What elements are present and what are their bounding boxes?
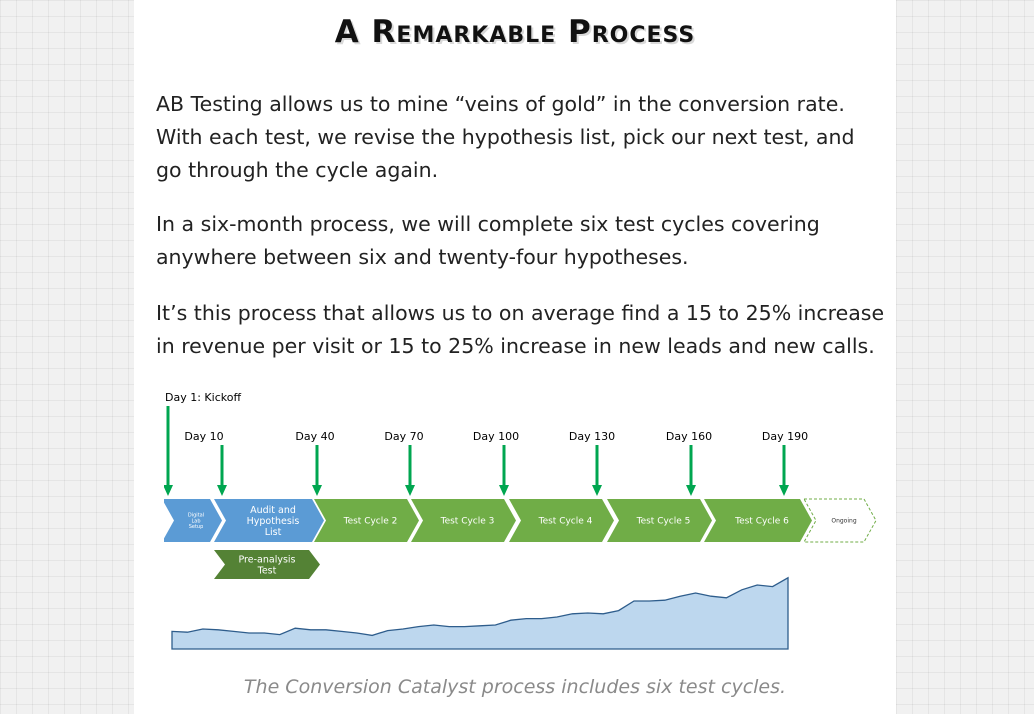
page-title: A Remarkable Process [334,14,696,50]
milestone-arrowhead-1 [164,485,173,496]
stage-label-3: Test Cycle 2 [343,517,398,527]
milestone-label-2: Day 10 [184,430,223,443]
milestone-arrowhead-3 [312,485,322,496]
paragraph-results: It’s this process that allows us to on a… [156,301,885,358]
stage-label-5: Test Cycle 4 [538,517,593,527]
stage-chevron-2 [214,499,324,542]
stage-chevron-7 [704,499,812,542]
stage-chevron-pre-analysis [214,550,320,579]
paragraph-six-month: In a six-month process, we will complete… [156,212,820,269]
milestone-arrowhead-5 [499,485,509,496]
stage-label-7: Test Cycle 6 [734,517,789,527]
milestone-label-5: Day 100 [473,430,519,443]
stage-chevron-6 [607,499,712,542]
milestone-label-4: Day 70 [384,430,423,443]
milestone-label-6: Day 130 [569,430,615,443]
stage-chevron-1 [164,499,222,542]
figure-caption: The Conversion Catalyst process includes… [243,676,787,698]
stage-chevron-5 [509,499,614,542]
milestone-arrowhead-7 [686,485,696,496]
stage-label-4: Test Cycle 3 [440,517,495,527]
milestone-label-8: Day 190 [762,430,808,443]
milestone-arrowhead-6 [592,485,602,496]
main-content: A Remarkable Process AB Testing allows u… [134,0,896,714]
paragraph-ab-testing: AB Testing allows us to mine “veins of g… [156,92,855,182]
milestone-label-3: Day 40 [295,430,334,443]
stage-chevron-3 [314,499,419,542]
milestone-label-1: Day 1: Kickoff [165,391,241,404]
stage-chevron-8 [803,498,877,543]
milestone-arrowhead-2 [217,485,227,496]
milestone-arrowhead-8 [779,485,789,496]
milestone-arrowhead-4 [405,485,415,496]
stage-label-6: Test Cycle 5 [636,517,691,527]
stage-label-8: Ongoing [831,518,856,525]
trend-area [171,576,789,650]
stage-chevron-4 [411,499,516,542]
milestone-label-7: Day 160 [666,430,712,443]
